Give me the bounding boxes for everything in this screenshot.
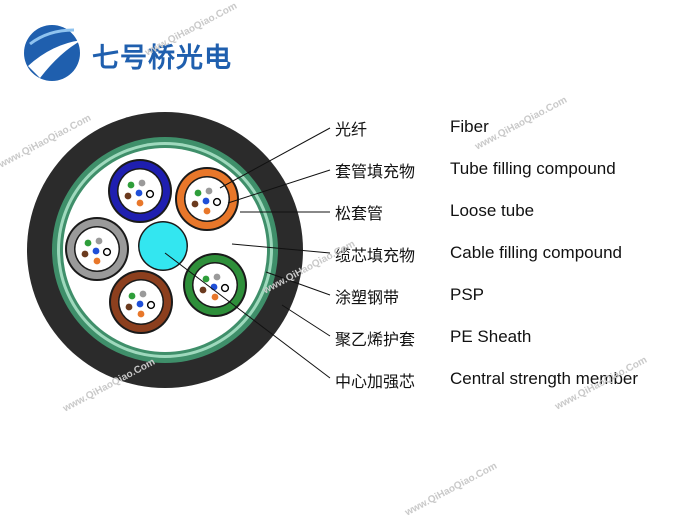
fiber — [136, 300, 144, 308]
fiber — [127, 181, 135, 189]
label-pe-sheath-zh: 聚乙烯护套 — [335, 330, 416, 349]
fiber — [194, 189, 202, 197]
cable-cross-section-diagram — [24, 25, 331, 388]
label-loose-tube-en: Loose tube — [450, 201, 535, 220]
fiber — [211, 293, 219, 301]
label-tube-filling-zh: 套管填充物 — [335, 162, 416, 181]
fiber — [202, 197, 210, 205]
leader-line — [164, 252, 331, 379]
label-central-member-en: Central strength member — [450, 369, 639, 388]
fiber — [102, 247, 112, 257]
leader-line — [219, 127, 331, 189]
label-psp-en: PSP — [450, 285, 485, 304]
fiber — [93, 257, 101, 265]
label-fiber-zh: 光纤 — [335, 120, 368, 139]
fiber — [213, 273, 221, 281]
fiber — [138, 179, 146, 187]
fiber — [136, 199, 144, 207]
leader-line — [231, 243, 331, 254]
brand-name: 七号桥光电 — [92, 43, 232, 74]
fiber — [139, 290, 147, 298]
fiber — [137, 310, 145, 318]
fiber — [146, 300, 156, 310]
fiber — [95, 237, 103, 245]
leader-line — [281, 304, 331, 337]
fiber — [92, 247, 100, 255]
label-pe-sheath-en: PE Sheath — [450, 327, 532, 346]
fiber — [81, 250, 89, 258]
fiber — [205, 187, 213, 195]
label-cable-filling-zh: 缆芯填充物 — [335, 246, 416, 265]
fiber — [124, 192, 132, 200]
label-fiber-en: Fiber — [450, 117, 489, 136]
label-central-member-zh: 中心加强芯 — [335, 372, 416, 391]
central-strength-member — [139, 222, 187, 270]
leader-line — [265, 271, 331, 296]
label-cable-filling-en: Cable filling compound — [450, 243, 622, 262]
globe-swoosh-icon — [28, 40, 82, 78]
fiber — [191, 200, 199, 208]
fiber — [145, 189, 155, 199]
label-tube-filling-en: Tube filling compound — [450, 159, 616, 178]
fiber — [202, 275, 210, 283]
fiber — [210, 283, 218, 291]
fiber — [84, 239, 92, 247]
fiber — [125, 303, 133, 311]
fiber — [199, 286, 207, 294]
globe-swoosh-icon — [29, 28, 75, 46]
label-loose-tube-zh: 松套管 — [335, 204, 384, 223]
fiber — [220, 283, 230, 293]
fiber — [128, 292, 136, 300]
fiber — [135, 189, 143, 197]
fiber — [203, 207, 211, 215]
fiber — [212, 197, 222, 207]
label-psp-zh: 涂塑钢带 — [335, 288, 400, 307]
leader-line — [227, 169, 331, 204]
